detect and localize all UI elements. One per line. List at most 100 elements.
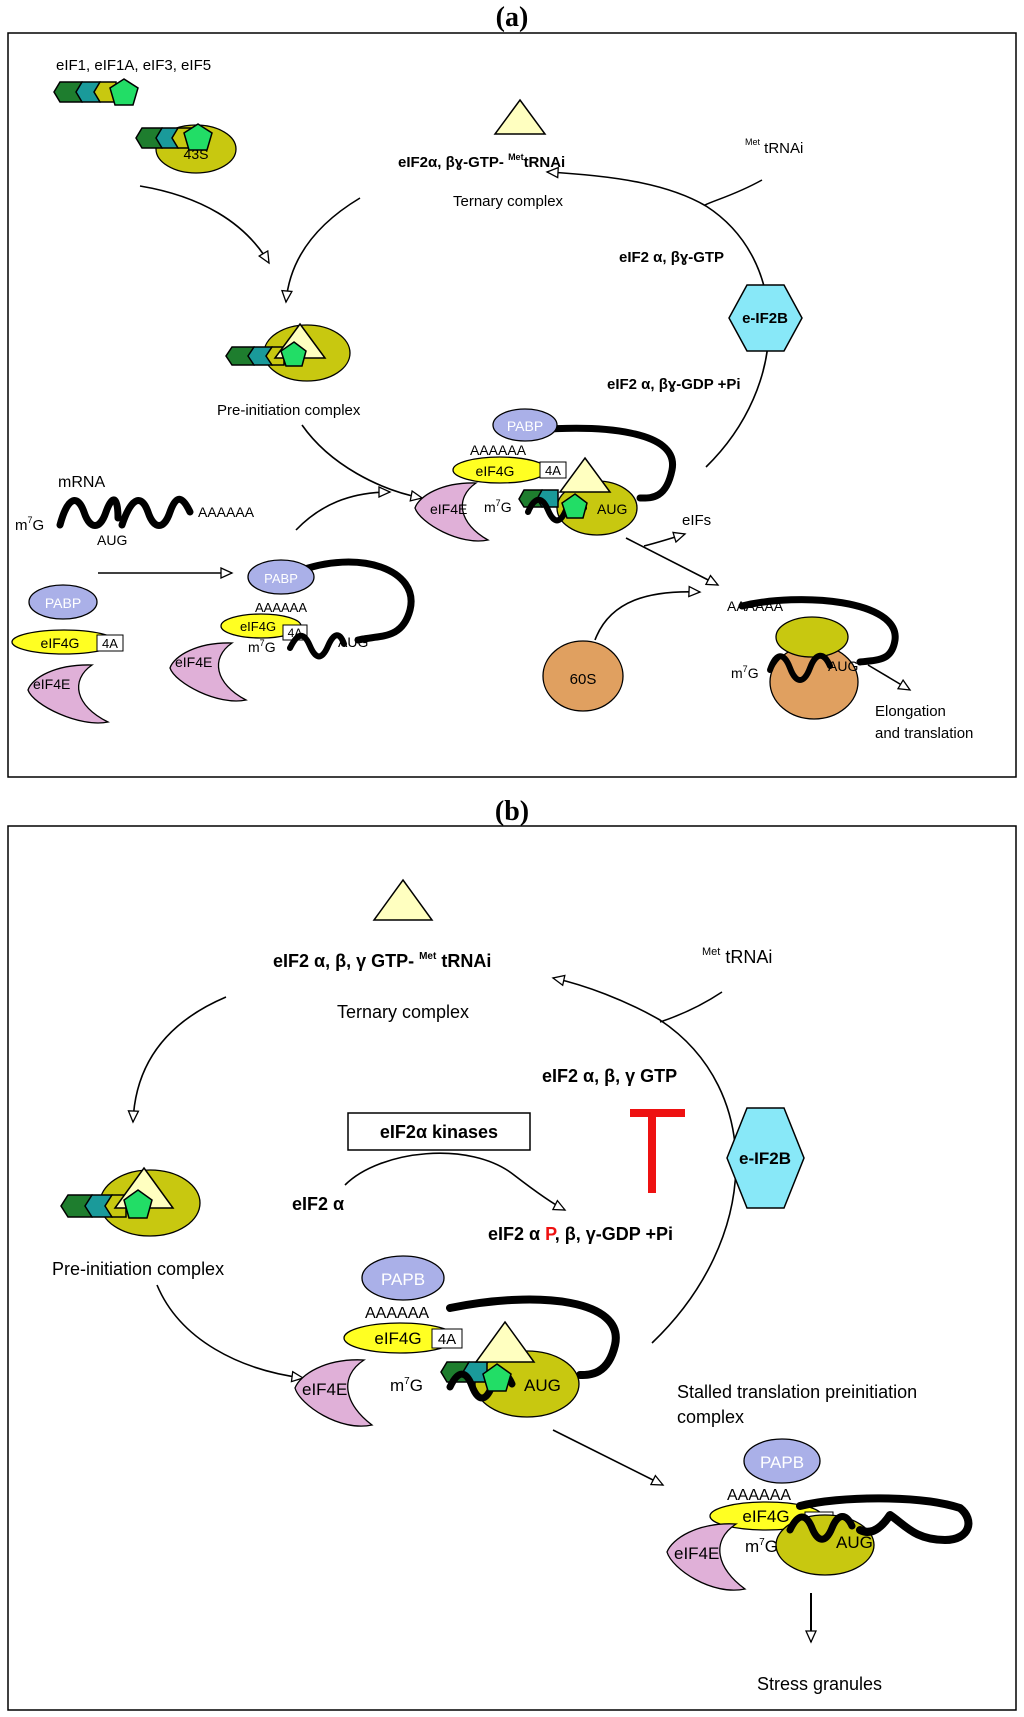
panel-b-frame bbox=[7, 825, 1017, 1711]
closed-loop-complex: PABP AAAAAA eIF4G 4A eIF4E m7G AUG bbox=[169, 558, 415, 702]
mrna-strand bbox=[56, 495, 194, 529]
48s-eif4g-label: eIF4G bbox=[476, 463, 515, 479]
60s-subunit bbox=[542, 640, 624, 712]
ternary-complex-triangle bbox=[493, 98, 547, 135]
stalled-eif4g-label: eIF4G bbox=[742, 1507, 789, 1526]
inhibition-icon bbox=[630, 1109, 685, 1193]
initiation-factors-icon bbox=[53, 78, 139, 106]
met-trnai-line bbox=[704, 179, 763, 206]
ternary-complex-label-b: Ternary complex bbox=[337, 1002, 469, 1022]
loop-eif4g-label: eIF4G bbox=[240, 619, 276, 634]
complex-b-eif4e-label: eIF4E bbox=[302, 1380, 347, 1399]
80s-complex: AAAAAA m7G AUG bbox=[727, 596, 899, 720]
panel-a-frame bbox=[7, 32, 1017, 778]
mrna-polya: AAAAAA bbox=[198, 504, 255, 520]
stalled-complex: PAPB AAAAAA eIF4G 4A eIF4E m7G AUG bbox=[666, 1438, 973, 1591]
mrna-aug: AUG bbox=[97, 532, 127, 548]
ternary-complex-label: Ternary complex bbox=[453, 193, 564, 210]
elongation-label-1: Elongation bbox=[875, 703, 946, 720]
kinases-label: eIF2α kinases bbox=[380, 1122, 498, 1142]
eif2b-label-b: e-IF2B bbox=[739, 1149, 791, 1168]
kinases-box bbox=[347, 1112, 531, 1151]
preinit-label-b: Pre-initiation complex bbox=[52, 1259, 224, 1279]
loop-pabp-label: PABP bbox=[264, 571, 298, 586]
stalled-papb-label: PAPB bbox=[760, 1453, 804, 1472]
stalled-polya: AAAAAA bbox=[727, 1487, 791, 1504]
arrow-to-80s bbox=[625, 537, 720, 586]
eif2-recycling-arrow-b bbox=[551, 974, 737, 1344]
ternary-complex-triangle-b bbox=[372, 878, 434, 921]
stalled-cap: m7G bbox=[745, 1537, 778, 1556]
loop-polya: AAAAAA bbox=[255, 600, 307, 615]
mrna-label: mRNA bbox=[58, 474, 105, 491]
preinit-label-a: Pre-initiation complex bbox=[217, 402, 361, 419]
stress-granules-label: Stress granules bbox=[757, 1674, 882, 1694]
preinitiation-complex-b bbox=[60, 1166, 201, 1237]
80s-polya: AAAAAA bbox=[727, 598, 784, 614]
free-eif4e-label: eIF4E bbox=[33, 676, 70, 692]
mrna-cap: m7G bbox=[15, 515, 44, 534]
stalled-aug: AUG bbox=[836, 1533, 873, 1552]
initiation-factors-label: eIF1, eIF1A, eIF3, eIF5 bbox=[56, 57, 211, 74]
48s-complex: PABP AAAAAA eIF4G 4A eIF4E m7G AUG bbox=[414, 408, 676, 542]
met-trnai-line-b bbox=[659, 991, 723, 1023]
complex-b-aug: AUG bbox=[524, 1376, 561, 1395]
eif2b-hexagon bbox=[728, 284, 803, 352]
free-factors-a: PABP eIF4G 4A eIF4E bbox=[11, 584, 124, 724]
arrow-preinit-to-complex-b bbox=[156, 1284, 305, 1383]
arrow-60s-join bbox=[594, 585, 702, 641]
eif2-gdp-label: eIF2 α, βɣ-GDP +Pi bbox=[607, 376, 741, 393]
complex-b-eif4g-label: eIF4G bbox=[374, 1329, 421, 1348]
panel-b-label: (b) bbox=[495, 796, 529, 827]
eif2b-hexagon-b bbox=[726, 1107, 805, 1209]
80s-aug: AUG bbox=[828, 658, 858, 674]
eif2b-label: e-IF2B bbox=[742, 310, 788, 327]
arrow-factors-to-preinit bbox=[139, 185, 270, 265]
60s-label: 60S bbox=[570, 671, 597, 688]
free-4a-label: 4A bbox=[102, 636, 118, 651]
arrow-ternary-to-preinit bbox=[281, 197, 361, 304]
complex-b-polya: AAAAAA bbox=[365, 1305, 429, 1322]
complex-b: PAPB AAAAAA eIF4G 4A eIF4E m7G AUG bbox=[294, 1255, 620, 1427]
arrow-preinit-to-48s bbox=[301, 424, 424, 502]
met-trnai-label-b: Met tRNAi bbox=[702, 946, 772, 967]
complex-b-cap: m7G bbox=[390, 1376, 423, 1395]
free-pabp-label: PABP bbox=[45, 595, 81, 611]
48s-4a-label: 4A bbox=[545, 463, 561, 478]
panel-b: (b) eIF2 α, β, γ GTP- Met tRNAi Ternary … bbox=[7, 796, 1017, 1711]
loop-cap: m7G bbox=[248, 638, 276, 655]
panel-a-label: (a) bbox=[496, 2, 529, 33]
48s-eif4e-label: eIF4E bbox=[430, 501, 467, 517]
met-trnai-label: Met tRNAi bbox=[745, 137, 803, 157]
phosphorylated-eif2-label: eIF2 α P, β, γ-GDP +Pi bbox=[488, 1224, 673, 1244]
arrow-loop-to-48s bbox=[295, 485, 392, 531]
free-eif4g-label: eIF4G bbox=[41, 635, 80, 651]
48s-polya: AAAAAA bbox=[470, 442, 527, 458]
loop-aug: AUG bbox=[338, 634, 368, 650]
loop-eif4e-label: eIF4E bbox=[175, 654, 212, 670]
80s-cap: m7G bbox=[731, 664, 759, 681]
eif2-gtp-label-b: eIF2 α, β, γ GTP bbox=[542, 1066, 677, 1086]
48s-aug: AUG bbox=[597, 501, 627, 517]
arrow-ternary-to-preinit-b bbox=[127, 996, 227, 1124]
stalled-eif4e-label: eIF4E bbox=[674, 1544, 719, 1563]
elongation-label-2: and translation bbox=[875, 725, 973, 742]
ternary-complex-formula: eIF2α, βɣ-GTP- MettRNAi bbox=[398, 152, 565, 171]
arrow-eifs-release bbox=[643, 531, 687, 547]
complex-b-papb-label: PAPB bbox=[381, 1270, 425, 1289]
eifs-label: eIFs bbox=[682, 512, 711, 529]
eif2-gtp-label: eIF2 α, βɣ-GTP bbox=[619, 249, 724, 266]
48s-cap: m7G bbox=[484, 498, 512, 515]
preinitiation-complex-a bbox=[225, 322, 351, 382]
arrow-elongation bbox=[867, 664, 912, 691]
complex-b-4a-label: 4A bbox=[438, 1331, 456, 1348]
arrow-phosphorylation bbox=[344, 1152, 567, 1211]
eif2-recycling-arrow bbox=[545, 166, 770, 468]
48s-pabp-label: PABP bbox=[507, 418, 543, 434]
ternary-complex-formula-b: eIF2 α, β, γ GTP- Met tRNAi bbox=[273, 951, 491, 971]
stalled-label-2: complex bbox=[677, 1407, 744, 1427]
stalled-label-1: Stalled translation preinitiation bbox=[677, 1382, 917, 1402]
arrow-to-stalled bbox=[552, 1429, 665, 1486]
eif2a-label: eIF2 α bbox=[292, 1194, 344, 1214]
43s-subunit: 43S bbox=[135, 123, 237, 174]
